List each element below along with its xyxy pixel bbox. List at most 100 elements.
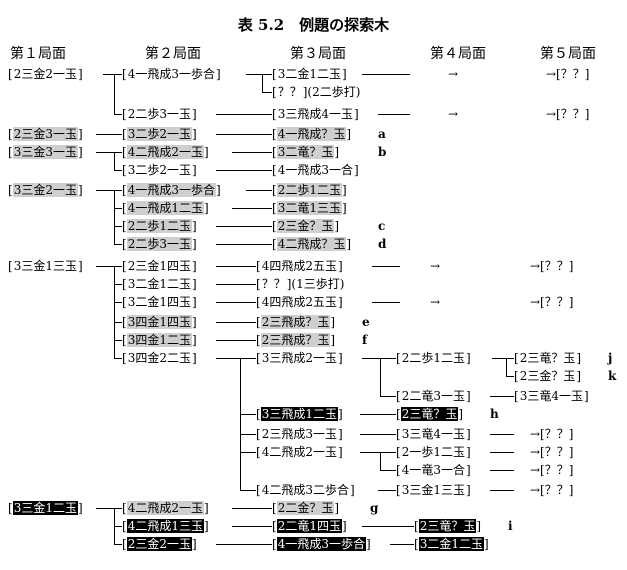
connector-line: [216, 244, 272, 245]
node-move-text: 3三飛成4一玉: [277, 107, 353, 121]
tree-node: [2三金3一玉]: [8, 127, 83, 141]
tree-node: [2二歩1二玉]: [122, 219, 197, 233]
connector-line: [232, 526, 272, 527]
tree-node: [3二金1四玉]: [122, 295, 197, 309]
node-move-text: 2二竜3一玉: [401, 389, 465, 403]
stage-header: 第１局面: [10, 46, 66, 62]
node-move-text: 2三飛成？玉: [260, 333, 331, 347]
node-move-text: 4二飛成？玉: [276, 237, 347, 251]
tree-node: [3三金3一玉]: [8, 145, 83, 159]
connector-line: [506, 376, 514, 377]
node-move-text: 4二飛成2一玉: [126, 501, 204, 515]
connector-line: [216, 358, 256, 359]
tree-node: [2三飛成3一玉]: [256, 427, 343, 441]
connector-line: [246, 190, 272, 191]
node-label-a: a: [378, 127, 386, 141]
connector-line: [114, 244, 122, 245]
node-move-text: 2三金2一玉: [126, 537, 192, 551]
node-move-text: 2二歩1二玉: [276, 183, 342, 197]
tree-node: [2二歩1二玉]: [396, 351, 471, 365]
node-move-text: 3四金1四玉: [126, 315, 192, 329]
node-label-e: e: [362, 315, 370, 329]
connector-line: [380, 358, 381, 396]
node-move-text: 4二飛成1三玉: [126, 519, 204, 533]
node-move-text: 2二歩1二玉: [401, 351, 465, 365]
connector-line: [103, 74, 122, 75]
tree-node: [4二飛成1三玉]: [122, 519, 209, 533]
continuation-arrow: →[？？]: [546, 107, 590, 121]
node-move-text: 2二金？玉: [276, 501, 335, 515]
connector-line: [114, 170, 122, 171]
node-move-text: 2三金2一玉: [13, 67, 77, 81]
connector-line: [490, 396, 514, 397]
tree-node: [3二金1二玉]: [122, 277, 197, 291]
continuation-arrow: →[？？]: [530, 259, 574, 273]
node-move-text: 3三金1三玉: [13, 259, 77, 273]
connector-line: [240, 490, 256, 491]
node-move-text: 2三金3一玉: [12, 127, 78, 141]
connector-line: [216, 322, 256, 323]
connector-line: [96, 508, 122, 509]
tree-node: [3三飛成4一玉]: [272, 107, 359, 121]
node-label-c: c: [378, 219, 386, 233]
tree-node: [4二飛成2一玉]: [256, 445, 343, 459]
node-suffix: (2二歩打): [307, 85, 361, 99]
connector-line: [114, 74, 115, 114]
connector-line: [240, 414, 256, 415]
connector-line: [96, 266, 122, 267]
continuation-arrow: →[？？]: [530, 445, 574, 459]
connector-line: [216, 302, 256, 303]
connector-line: [378, 490, 396, 491]
tree-node: [4二飛成？玉]: [272, 237, 352, 251]
tree-node: [3四金1四玉]: [122, 315, 197, 329]
node-move-text: 3四金1二玉: [126, 333, 192, 347]
tree-node: [3二歩2一玉]: [122, 127, 197, 141]
connector-line: [232, 508, 272, 509]
node-move-text: 3三竜4一玉: [401, 427, 465, 441]
connector-line: [216, 170, 272, 171]
node-move-text: 3三金1二玉: [12, 501, 78, 515]
connector-line: [216, 284, 256, 285]
tree-node: [2三金2一玉]: [122, 537, 197, 551]
continuation-arrow: →[？？]: [530, 427, 574, 441]
connector-line: [114, 152, 115, 170]
node-move-text: 2二歩3一玉: [127, 107, 191, 121]
connector-line: [490, 434, 514, 435]
tree-node: [4四飛成2五玉]: [256, 259, 343, 273]
node-move-text: 2三金1四玉: [127, 259, 191, 273]
tree-node: [2一歩1二玉]: [396, 445, 471, 459]
tree-node: [2三金1四玉]: [122, 259, 197, 273]
connector-line: [380, 452, 381, 470]
connector-line: [240, 358, 241, 490]
diagram-title: 表 5.2 例題の探索木: [237, 16, 390, 34]
connector-line: [380, 470, 396, 471]
tree-node: [3三金2一玉]: [8, 183, 83, 197]
connector-line: [372, 302, 400, 303]
continuation-arrow: →[？？]: [530, 295, 574, 309]
connector-line: [362, 358, 396, 359]
continuation-arrow: →: [430, 295, 441, 309]
node-label-g: g: [370, 501, 379, 515]
node-suffix: (1三歩打): [291, 277, 345, 291]
tree-node: [4一飛成3一歩合]: [272, 537, 371, 551]
node-move-text: 4二飛成2一玉: [261, 445, 337, 459]
connector-line: [96, 134, 122, 135]
tree-node: [3二竜1三玉]: [272, 201, 347, 215]
tree-node: [3二歩2一玉]: [122, 163, 197, 177]
node-move-text: 3二金1二玉: [277, 67, 341, 81]
connector-line: [506, 358, 507, 376]
tree-node: [3二金1二玉]: [272, 67, 347, 81]
tree-node: [4四飛成2五玉]: [256, 295, 343, 309]
stage-header: 第４局面: [430, 46, 486, 62]
node-move-text: 3三竜4一玉: [519, 389, 583, 403]
connector-line: [114, 226, 122, 227]
node-move-text: 4一飛成1二玉: [126, 201, 204, 215]
continuation-arrow: →[？？]: [530, 463, 574, 477]
node-move-text: 4四飛成2五玉: [261, 295, 337, 309]
connector-line: [114, 208, 122, 209]
tree-node: [3四金2二玉]: [122, 351, 197, 365]
connector-line: [240, 434, 256, 435]
connector-line: [246, 74, 272, 75]
connector-line: [114, 358, 122, 359]
tree-node: [2二金？玉]: [272, 501, 340, 515]
